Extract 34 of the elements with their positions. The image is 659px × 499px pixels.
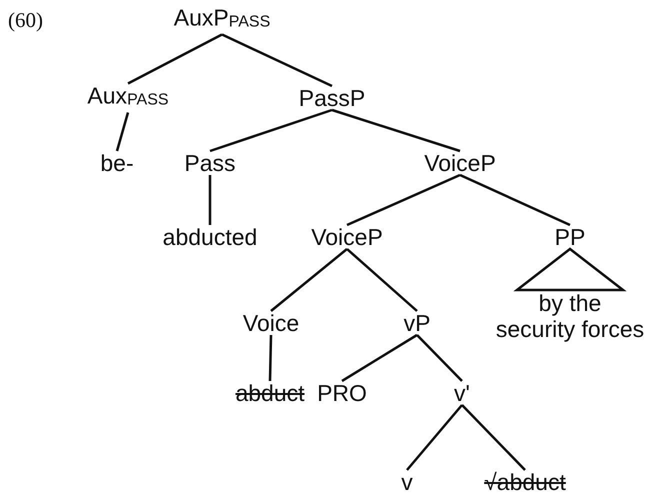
triangle-branch <box>513 247 627 292</box>
tree-node-label: by the security forces <box>496 290 644 342</box>
tree-node-label: be- <box>100 151 134 175</box>
tree-branch <box>127 33 223 85</box>
tree-node-label: VoiceP <box>311 225 383 249</box>
tree-node-label: vP <box>404 311 430 335</box>
tree-branch <box>459 174 571 226</box>
tree-node-label: PP <box>554 225 586 249</box>
tree-node-label: abducted <box>162 225 258 249</box>
tree-branch <box>416 334 463 382</box>
tree-node-label: abduct <box>235 381 305 405</box>
tree-branch <box>341 334 418 382</box>
tree-branch <box>346 174 460 226</box>
tree-node-label: VoiceP <box>424 151 496 175</box>
tree-branch <box>116 112 130 152</box>
tree-node-label: v' <box>454 381 470 405</box>
example-number: (60) <box>8 8 43 33</box>
tree-node-label: √abduct <box>484 470 566 494</box>
tree-node-label: v <box>401 470 413 494</box>
tree-node-label: PassP <box>298 86 366 110</box>
tree-branch <box>210 108 332 152</box>
tree-branch <box>332 108 460 152</box>
tree-node-label: PRO <box>317 381 367 405</box>
tree-node-label: AuxP$_{PASS}$ <box>174 6 270 34</box>
tree-branch <box>270 248 348 312</box>
tree-branch <box>221 33 333 88</box>
tree-node-label: Voice <box>242 311 300 335</box>
tree-branch <box>208 175 212 225</box>
tree-node-label: Aux$_{PASS}$ <box>87 84 169 112</box>
tree-branch <box>461 404 526 471</box>
tree-node-label: Pass <box>184 151 236 175</box>
tree-branch <box>346 248 418 312</box>
tree-branch <box>268 334 272 382</box>
tree-branch <box>406 404 463 471</box>
